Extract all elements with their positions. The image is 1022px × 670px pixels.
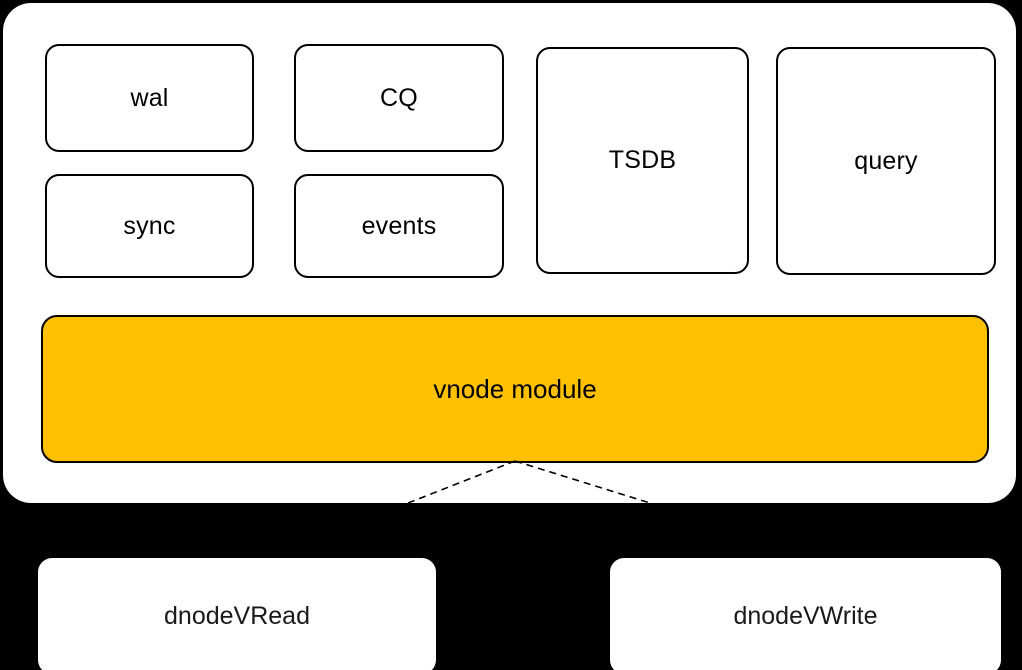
vnode-module-bar[interactable]: vnode module: [41, 315, 989, 463]
module-box-wal[interactable]: wal: [45, 44, 254, 152]
module-label-wal: wal: [130, 83, 169, 112]
module-box-query[interactable]: query: [776, 47, 996, 275]
module-box-tsdb[interactable]: TSDB: [536, 47, 749, 274]
dnode-label-dnodevread: dnodeVRead: [164, 601, 310, 630]
dnode-label-dnodevwrite: dnodeVWrite: [733, 601, 878, 630]
dnode-box-dnodevread[interactable]: dnodeVRead: [38, 558, 436, 670]
module-box-sync[interactable]: sync: [45, 174, 254, 278]
vnode-container: wal CQ sync events TSDB query vnode modu…: [3, 3, 1016, 503]
dnode-box-dnodevwrite[interactable]: dnodeVWrite: [610, 558, 1001, 670]
module-label-sync: sync: [123, 211, 176, 240]
module-label-tsdb: TSDB: [608, 146, 677, 174]
module-label-events: events: [361, 211, 437, 240]
vnode-module-label: vnode module: [433, 374, 597, 404]
module-box-events[interactable]: events: [294, 174, 504, 278]
module-label-cq: CQ: [380, 83, 418, 112]
module-label-query: query: [854, 146, 918, 175]
module-box-cq[interactable]: CQ: [294, 44, 504, 152]
